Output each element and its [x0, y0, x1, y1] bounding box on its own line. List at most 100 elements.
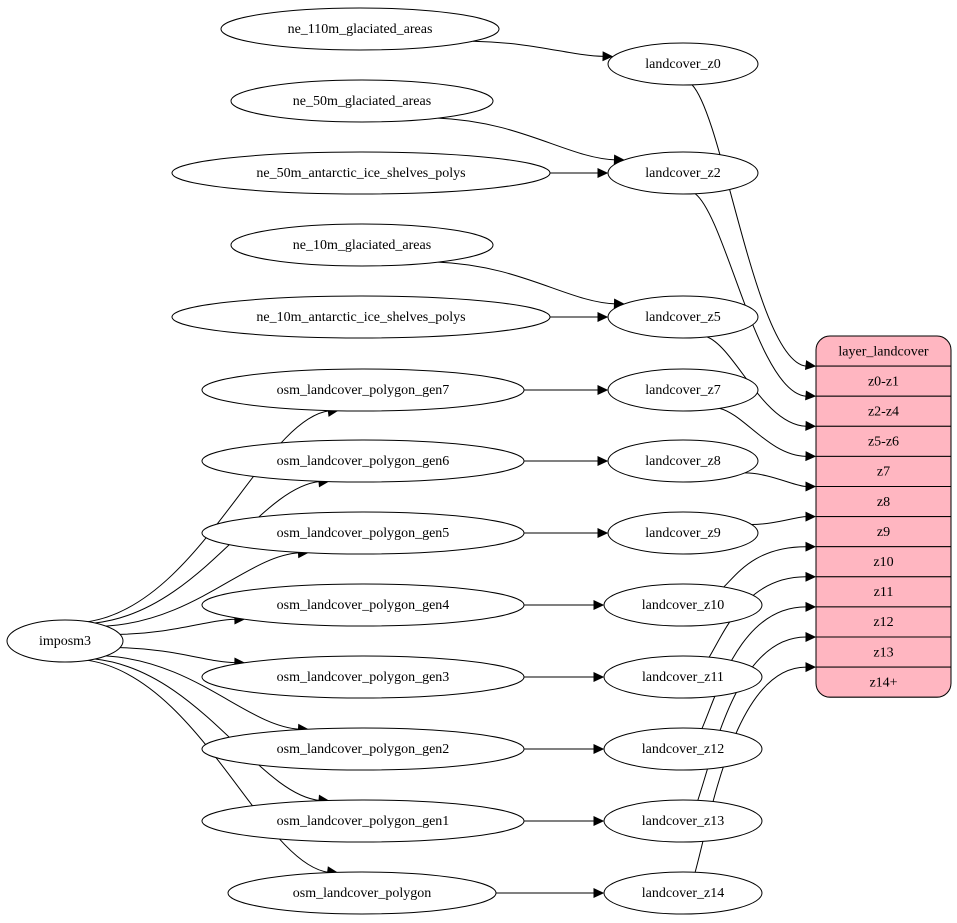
node-osm_landcover_polygon_gen1[interactable]: osm_landcover_polygon_gen1: [201, 799, 525, 843]
node-label: landcover_z8: [645, 454, 720, 469]
table-row[interactable]: [816, 455, 951, 487]
node-landcover_z8[interactable]: landcover_z8: [607, 439, 759, 483]
edge-imposm3-to-osm_landcover_polygon_gen7: [87, 410, 330, 623]
edge-imposm3-to-osm_landcover_polygon_gen4: [120, 618, 236, 635]
node-landcover_z14[interactable]: landcover_z14: [603, 871, 763, 915]
node-shape: [603, 727, 763, 771]
node-shape: [607, 439, 759, 483]
node-shape: [6, 619, 124, 663]
table-row[interactable]: [816, 486, 951, 518]
node-ne_10m_glaciated_areas[interactable]: ne_10m_glaciated_areas: [230, 223, 494, 267]
node-label: ne_10m_antarctic_ice_shelves_polys: [256, 310, 465, 325]
node-label: landcover_z7: [645, 383, 720, 398]
node-osm_landcover_polygon_gen4[interactable]: osm_landcover_polygon_gen4: [201, 583, 525, 627]
table-outline: [815, 335, 952, 698]
table-row-label: z12: [873, 615, 893, 630]
table-row[interactable]: [816, 606, 951, 638]
node-shape: [230, 223, 494, 267]
node-label: osm_landcover_polygon_gen4: [277, 598, 450, 613]
edge-arrowhead: [597, 385, 609, 395]
edge-ne_50m_glaciated_areas-to-landcover_z2: [438, 117, 616, 161]
node-shape: [220, 7, 500, 51]
edge-landcover_z0-to-row-0: [691, 84, 807, 367]
node-ne_50m_glaciated_areas[interactable]: ne_50m_glaciated_areas: [230, 79, 494, 123]
table-row-label: z11: [874, 585, 894, 600]
edge-arrowhead: [602, 51, 614, 62]
node-landcover_z12[interactable]: landcover_z12: [603, 727, 763, 771]
node-landcover_z10[interactable]: landcover_z10: [603, 583, 763, 627]
edge-landcover_z13-to-row-9: [697, 636, 807, 801]
node-osm_landcover_polygon_gen6[interactable]: osm_landcover_polygon_gen6: [201, 439, 525, 483]
node-landcover_z7[interactable]: landcover_z7: [607, 368, 759, 412]
table-row-label: z13: [873, 645, 893, 660]
edge-arrowhead: [593, 888, 605, 898]
edge-landcover_z10-to-row-6: [723, 546, 807, 588]
node-label: osm_landcover_polygon_gen5: [277, 526, 450, 541]
table-row[interactable]: [816, 546, 951, 578]
node-shape: [201, 799, 525, 843]
node-osm_landcover_polygon_gen5[interactable]: osm_landcover_polygon_gen5: [201, 511, 525, 555]
node-imposm3[interactable]: imposm3: [6, 619, 124, 663]
edge-imposm3-to-osm_landcover_polygon_gen6: [94, 481, 321, 624]
node-osm_landcover_polygon_gen3[interactable]: osm_landcover_polygon_gen3: [201, 655, 525, 699]
node-label: osm_landcover_polygon_gen1: [277, 814, 450, 829]
node-label: landcover_z0: [645, 57, 720, 72]
edges-layer: [87, 40, 817, 898]
node-osm_landcover_polygon_gen7[interactable]: osm_landcover_polygon_gen7: [201, 368, 525, 412]
node-label: ne_50m_antarctic_ice_shelves_polys: [256, 166, 465, 181]
edge-arrowhead: [805, 632, 817, 642]
edge-arrowhead: [805, 420, 817, 431]
node-shape: [607, 151, 759, 195]
node-shape: [607, 368, 759, 412]
node-label: osm_landcover_polygon_gen2: [277, 742, 450, 757]
edge-arrowhead: [593, 600, 605, 610]
node-label: ne_110m_glaciated_areas: [288, 22, 433, 37]
edge-ne_10m_glaciated_areas-to-landcover_z5: [438, 261, 616, 305]
edge-landcover_z9-to-row-5: [751, 516, 807, 525]
node-label: landcover_z12: [642, 742, 724, 757]
node-shape: [603, 871, 763, 915]
node-label: landcover_z13: [642, 814, 724, 829]
node-landcover_z0[interactable]: landcover_z0: [607, 42, 759, 86]
table-row[interactable]: [816, 425, 951, 457]
node-osm_landcover_polygon_gen2[interactable]: osm_landcover_polygon_gen2: [201, 727, 525, 771]
node-label: landcover_z9: [645, 526, 720, 541]
node-shape: [607, 42, 759, 86]
table-row-label: z2-z4: [868, 404, 899, 419]
edge-imposm3-to-osm_landcover_polygon: [87, 659, 329, 873]
node-landcover_z9[interactable]: landcover_z9: [607, 511, 759, 555]
node-landcover_z13[interactable]: landcover_z13: [603, 799, 763, 843]
edge-arrowhead: [805, 360, 817, 370]
table-row-label: z10: [873, 555, 893, 570]
edge-ne_110m_glaciated_areas-to-landcover_z0: [472, 40, 605, 57]
node-shape: [603, 799, 763, 843]
node-ne_50m_antarctic_ice_shelves_polys[interactable]: ne_50m_antarctic_ice_shelves_polys: [171, 151, 551, 195]
edge-arrowhead: [597, 528, 609, 538]
table-row[interactable]: [816, 636, 951, 668]
node-shape: [201, 439, 525, 483]
node-label: ne_50m_glaciated_areas: [293, 94, 431, 109]
node-shape: [227, 871, 497, 915]
edge-landcover_z7-to-row-3: [719, 407, 807, 457]
node-landcover_z5[interactable]: landcover_z5: [607, 295, 759, 339]
node-label: osm_landcover_polygon_gen6: [277, 454, 450, 469]
edge-arrowhead: [805, 390, 817, 401]
node-landcover_z11[interactable]: landcover_z11: [603, 655, 763, 699]
node-ne_110m_glaciated_areas[interactable]: ne_110m_glaciated_areas: [220, 7, 500, 51]
edge-imposm3-to-osm_landcover_polygon_gen1: [94, 658, 321, 801]
node-shape: [607, 295, 759, 339]
node-shape: [230, 79, 494, 123]
edge-landcover_z2-to-row-1: [694, 193, 807, 397]
node-osm_landcover_polygon[interactable]: osm_landcover_polygon: [227, 871, 497, 915]
table-row[interactable]: [816, 666, 951, 698]
edge-arrowhead: [805, 511, 817, 522]
node-landcover_z2[interactable]: landcover_z2: [607, 151, 759, 195]
node-label: imposm3: [39, 634, 91, 649]
node-shape: [171, 151, 551, 195]
node-shape: [201, 511, 525, 555]
node-ne_10m_antarctic_ice_shelves_polys[interactable]: ne_10m_antarctic_ice_shelves_polys: [171, 295, 551, 339]
edge-imposm3-to-osm_landcover_polygon_gen5: [105, 552, 300, 627]
layer-landcover-table: layer_landcoverz0-z1z2-z4z5-z6z7z8z9z10z…: [815, 335, 952, 698]
node-shape: [201, 368, 525, 412]
